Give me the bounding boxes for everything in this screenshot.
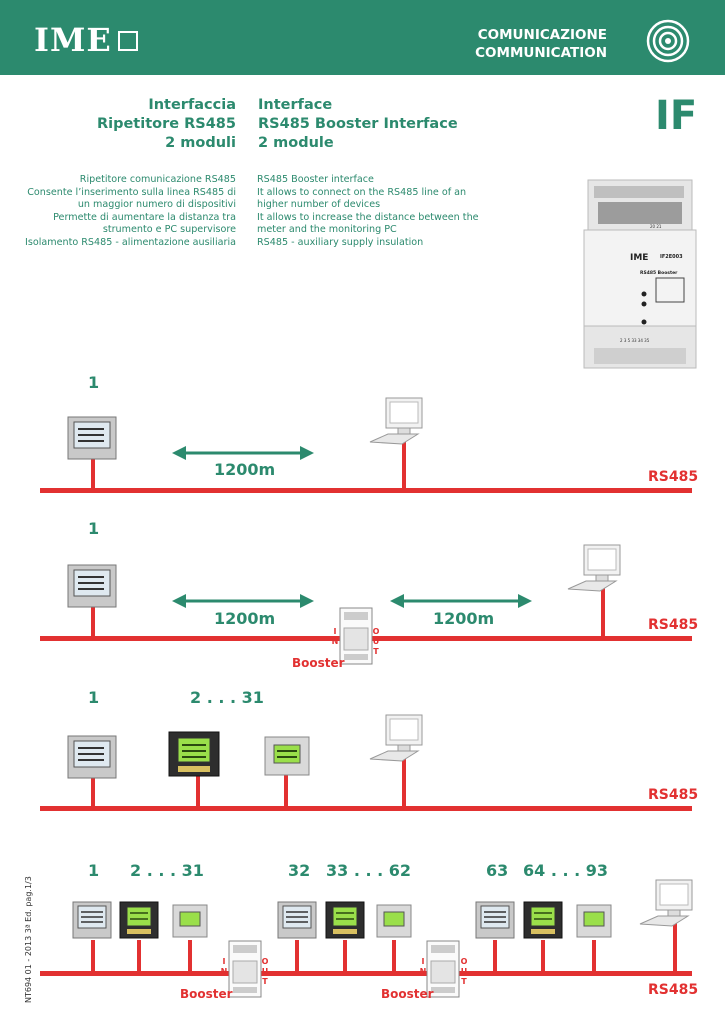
booster-label: Booster [381,987,434,1001]
meter-dark-icon [523,901,563,939]
meter-icon [67,564,117,608]
meter-dark-icon [119,901,159,939]
bus-drop [295,940,299,973]
booster-label: Booster [180,987,233,1001]
product-photo: 20 21 IME IF2E003 RS485 Booster 2 3 5 33… [583,179,697,369]
rs485-label: RS485 [648,469,699,485]
computer-icon [567,544,621,592]
distance-arrow [172,446,314,460]
meter-icon [67,735,117,779]
bus-drop [91,603,95,638]
meter-icon [475,901,515,939]
bus-drop [91,940,95,973]
computer-icon [369,397,423,445]
booster-label: Booster [292,656,345,670]
svg-text:IME: IME [630,253,648,263]
node-number: 1 [88,861,100,880]
meter-dark-icon [325,901,365,939]
din-meter-icon [172,904,208,938]
booster-device-icon [426,940,460,998]
bus-drop [592,940,596,973]
header-bar: IME COMUNICAZIONE COMMUNICATION [0,0,725,75]
rs485-bus-line [40,971,692,976]
bus-drop [343,940,347,973]
product-title-it: Interfaccia Ripetitore RS485 2 moduli [96,97,236,151]
product-title-en: Interface RS485 Booster Interface 2 modu… [258,97,458,151]
rs485-label: RS485 [648,617,699,633]
rs485-bus-line [40,806,692,811]
meter-icon [67,416,117,460]
svg-text:2 3 5 33 34 35: 2 3 5 33 34 35 [620,338,650,343]
bus-drop [91,773,95,808]
meter-icon [72,901,112,939]
section-title-it: COMUNICAZIONE [477,27,607,43]
node-range: 33 . . . 62 [326,861,412,880]
svg-text:IF2E003: IF2E003 [660,254,683,260]
bus-drop [541,940,545,973]
distance-label: 1200m [214,609,276,628]
description-it: Ripetitore comunicazione RS485 Consente … [25,174,236,248]
bus-drop [137,940,141,973]
node-number: 32 [288,861,311,880]
rs485-bus-line [40,488,692,493]
section-title-en: COMMUNICATION [475,45,607,61]
rs485-label: RS485 [648,982,699,998]
node-range: 64 . . . 93 [523,861,609,880]
din-meter-icon [576,904,612,938]
bus-drop [601,583,605,638]
bus-drop [91,455,95,490]
bus-drop [673,918,677,973]
node-number: 1 [88,519,100,538]
communication-icon [646,19,690,63]
computer-icon [639,879,693,927]
svg-text:20 21: 20 21 [650,224,662,229]
din-meter-icon [264,736,310,776]
din-meter-icon [376,904,412,938]
node-range: 2 . . . 31 [130,861,204,880]
node-range: 2 . . . 31 [190,688,264,707]
meter-dark-icon [168,731,220,777]
bus-drop [392,940,396,973]
booster-device-icon [228,940,262,998]
rs485-label: RS485 [648,787,699,803]
distance-label: 1200m [433,609,495,628]
distance-label: 1200m [214,460,276,479]
bus-drop [402,753,406,808]
svg-text:RS485 Booster: RS485 Booster [640,270,678,276]
brand-mark-icon [118,31,138,51]
description-en: RS485 Booster interface It allows to con… [257,174,479,248]
node-number: 1 [88,688,100,707]
document-reference: NT694 01 - 2013 3ª Ed. pag.1/3 [24,876,33,1003]
booster-device-icon [339,607,373,665]
distance-arrow [172,594,314,608]
bus-drop [402,436,406,490]
computer-icon [369,714,423,762]
node-number: 1 [88,373,100,392]
bus-drop [196,773,200,808]
brand-logo: IME [34,21,112,59]
product-code: IF [655,93,698,139]
node-number: 63 [486,861,509,880]
bus-drop [284,773,288,808]
distance-arrow [390,594,532,608]
meter-icon [277,901,317,939]
bus-drop [493,940,497,973]
bus-drop [188,940,192,973]
